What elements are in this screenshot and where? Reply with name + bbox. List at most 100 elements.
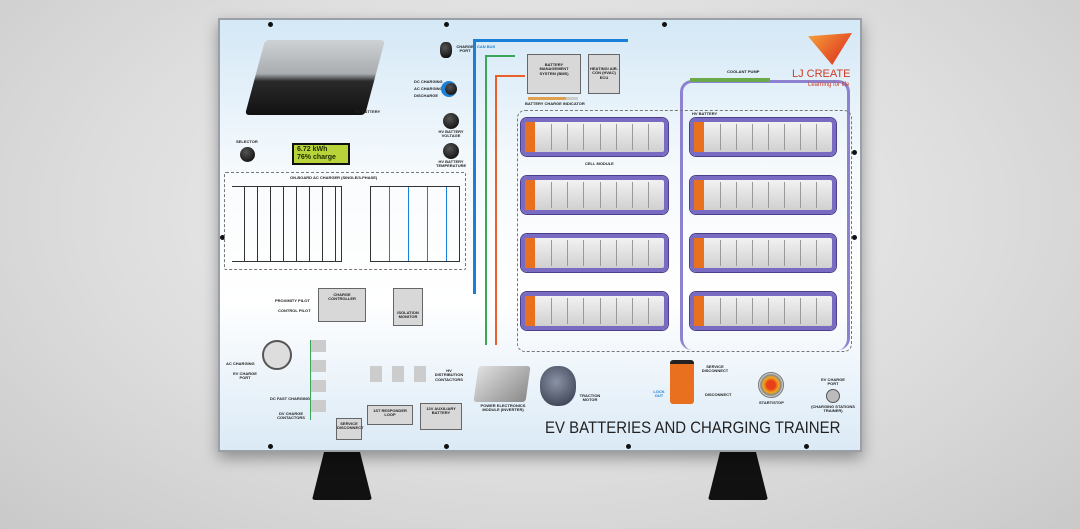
cell-divider [720,240,721,266]
charger-circuit-right [370,186,460,262]
ev-charge-port-socket[interactable] [262,340,292,370]
hv-battery-region [517,110,852,352]
charge-controller-box: CHARGE CONTROLLER [318,288,366,322]
stand-leg-left [312,452,372,500]
traction-motor-label: TRACTION MOTOR [579,393,601,403]
discharge-label: DISCHARGE [414,93,439,98]
battery-module [521,234,668,272]
cell-divider [567,298,569,324]
cell-divider [599,182,601,208]
cell-divider [567,240,569,266]
logo-brand: LJ CREATE [792,68,851,80]
logo-tagline: Learning for life [808,82,850,88]
cell-divider [816,182,817,208]
cell-divider [599,240,601,266]
battery-module [521,292,668,330]
charge-mode-knob[interactable] [445,83,457,95]
selector-label: SELECTOR [236,139,258,144]
charge-port-label: CHARGE PORT [456,44,474,54]
cell-divider [784,124,785,150]
proximity-pilot-label: PROXIMITY PILOT [275,298,310,303]
battery-module [690,176,836,214]
cell-divider [800,124,801,150]
screw [852,150,857,155]
cell-divider [599,298,601,324]
cell-divider [615,182,617,208]
battery-module [521,118,668,156]
cell-divider [720,124,721,150]
battery-module [521,176,668,214]
cell-divider [752,182,753,208]
cell-divider [784,298,785,324]
cell-divider [816,240,817,266]
ev-charge-port-right-socket[interactable] [826,389,840,403]
power-electronics-module [473,366,531,402]
ac-charging-label: AC CHARGING [414,86,443,91]
cell-divider [567,124,569,150]
pem-label: POWER ELECTRONICS MODULE (INVERTER) [480,403,526,413]
cell-divider [599,124,601,150]
cell-divider [615,240,617,266]
battery-charge-indicator-label: BATTERY CHARGE INDICATOR [525,101,585,106]
service-disconnect-small-box: SERVICE DISCONNECT [336,418,363,440]
cell-divider [768,124,769,150]
cell-divider [647,182,649,208]
isolation-monitor-box: ISOLATION MONITOR [393,288,423,326]
service-disconnect-plug[interactable] [670,360,694,404]
aux-battery-box: 12V AUXILIARY BATTERY [420,403,462,430]
dc-fast-charging-label: DC FAST CHARGING [270,396,310,401]
cell-divider [736,298,737,324]
lcd-energy: 6.72 kWh [297,146,328,153]
dc-charge-contactors-label: DV CHARGE CONTACTORS [277,411,305,421]
cell-divider [631,298,633,324]
charge-port-icon [440,42,452,58]
charger-circuit-left [232,186,342,262]
cell-divider [551,182,553,208]
start-stop-label: START/STOP [759,400,784,405]
cell-divider [736,240,737,266]
cell-divider [583,298,585,324]
disconnect-label: DISCONNECT [705,392,732,397]
dc-charging-label: DC CHARGING [414,79,443,84]
cell-divider [567,182,569,208]
ac-charging-port-label: AC CHARGING [226,361,255,366]
selector-knob[interactable] [240,147,255,162]
service-disconnect-label: SERVICE DISCONNECT [701,364,729,374]
coolant-pump-label: COOLANT PUMP [727,69,760,74]
can-bus-wire [473,39,628,294]
screw [626,444,631,449]
onboard-charger-label: ON-BOARD AC CHARGER (SINGLE/3-PHASE) [290,175,378,180]
control-pilot-label: CONTROL PILOT [278,308,311,313]
cell-divider [647,298,649,324]
cell-divider [800,298,801,324]
cell-divider [551,240,553,266]
hv-wires [495,75,525,345]
cell-divider [551,124,553,150]
screw [268,22,273,27]
cell-divider [768,182,769,208]
hv-temperature-label: HV BATTERY TEMPERATURE [436,159,467,169]
hv-voltage-knob[interactable] [443,113,459,129]
battery-module [690,292,836,330]
lcd-charge: 76% charge [297,154,336,162]
cell-divider [631,240,633,266]
traction-motor [540,366,576,406]
screw [804,444,809,449]
cell-divider [551,298,553,324]
hv-distribution-contactors-label: HV DISTRIBUTION CONTACTORS [434,368,464,382]
cell-divider [784,240,785,266]
cell-divider [583,124,585,150]
cell-divider [800,240,801,266]
screw [662,22,667,27]
cell-divider [768,298,769,324]
cell-divider [800,182,801,208]
start-stop-button[interactable] [758,372,784,398]
screw [220,235,225,240]
screw [444,22,449,27]
cell-divider [816,298,817,324]
cell-divider [647,240,649,266]
ev-charge-port-label: EV CHARGE PORT [233,371,257,381]
first-responder-loop-box: 1ST RESPONDER LOOP [367,405,413,425]
hv-temperature-knob[interactable] [443,143,459,159]
